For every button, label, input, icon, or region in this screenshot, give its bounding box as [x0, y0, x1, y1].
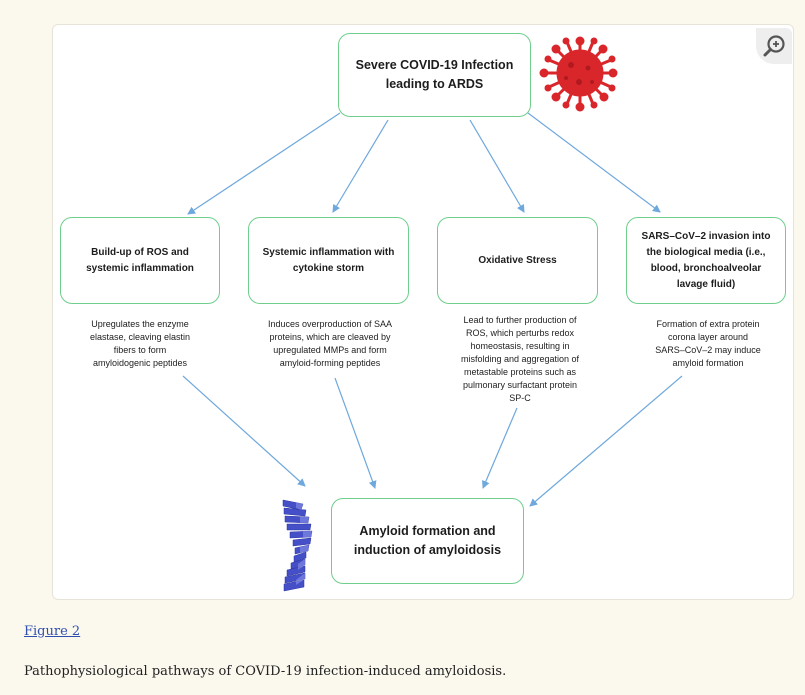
bottom-box-amyloid-formation: Amyloid formation and induction of amylo…	[331, 498, 524, 584]
desc-line: SP-C	[509, 393, 531, 403]
figure-link[interactable]: Figure 2	[24, 624, 81, 639]
box-oxidative-stress: Oxidative Stress	[437, 217, 598, 304]
desc-line: ROS, which perturbs redox	[465, 328, 575, 338]
desc-line: misfolding and aggregation of	[460, 354, 580, 364]
arrow-top-to-sars	[527, 112, 661, 213]
desc-line: amyloid formation	[672, 358, 744, 368]
desc-line: homeostasis, resulting in	[470, 341, 570, 351]
arrow-top-to-oxidative	[469, 119, 525, 213]
desc-line: fibers to form	[113, 345, 167, 355]
top-box-severe-covid: Severe COVID-19 Infection leading to ARD…	[338, 33, 531, 117]
desc-line: proteins, which are cleaved by	[269, 332, 391, 342]
box-sars-label: SARS–CoV–2 invasion into the biological …	[641, 230, 771, 290]
arrow-cytokine-to-amyloid	[334, 377, 377, 489]
box-cytokine-label: Systemic inflammation with cytokine stor…	[262, 246, 395, 274]
box-cytokine-storm: Systemic inflammation with cytokine stor…	[248, 217, 409, 304]
desc-line: corona layer around	[667, 332, 749, 342]
desc-line: Formation of extra protein	[656, 319, 760, 329]
desc-line: upregulated MMPs and form	[273, 345, 387, 355]
bottom-box-line1: Amyloid formation and	[359, 524, 496, 538]
desc-line: Lead to further production of	[463, 315, 577, 325]
arrow-oxidative-to-amyloid	[482, 407, 518, 489]
desc-sars: Formation of extra protein corona layer …	[628, 318, 788, 370]
desc-line: amyloid-forming peptides	[279, 358, 381, 368]
box-ros-label: Build-up of ROS and systemic inflammatio…	[86, 246, 194, 274]
arrow-top-to-ros	[187, 112, 341, 215]
zoom-button[interactable]	[756, 28, 792, 64]
desc-line: elastase, cleaving elastin	[89, 332, 191, 342]
bottom-box-line2: induction of amyloidosis	[353, 543, 502, 557]
box-sars-invasion: SARS–CoV–2 invasion into the biological …	[626, 217, 786, 304]
arrow-ros-to-amyloid	[182, 375, 306, 487]
desc-line: metastable proteins such as	[463, 367, 577, 377]
top-box-line1: Severe COVID-19 Infection	[355, 58, 514, 72]
desc-line: Upregulates the enzyme	[91, 319, 189, 329]
desc-line: Induces overproduction of SAA	[267, 319, 393, 329]
zoom-icon	[763, 35, 785, 57]
desc-line: pulmonary surfactant protein	[462, 380, 578, 390]
arrow-sars-to-amyloid	[529, 375, 683, 507]
box-ros-inflammation: Build-up of ROS and systemic inflammatio…	[60, 217, 220, 304]
desc-ros: Upregulates the enzyme elastase, cleavin…	[68, 318, 212, 370]
figure-caption: Pathophysiological pathways of COVID-19 …	[24, 664, 507, 679]
desc-cytokine: Induces overproduction of SAA proteins, …	[250, 318, 410, 370]
arrow-top-to-cytokine	[332, 119, 389, 213]
desc-oxidative: Lead to further production of ROS, which…	[440, 314, 600, 405]
top-box-line2: leading to ARDS	[385, 77, 484, 91]
desc-line: amyloidogenic peptides	[92, 358, 188, 368]
box-oxidative-label: Oxidative Stress	[478, 254, 557, 266]
desc-line: SARS–CoV–2 may induce	[655, 345, 761, 355]
